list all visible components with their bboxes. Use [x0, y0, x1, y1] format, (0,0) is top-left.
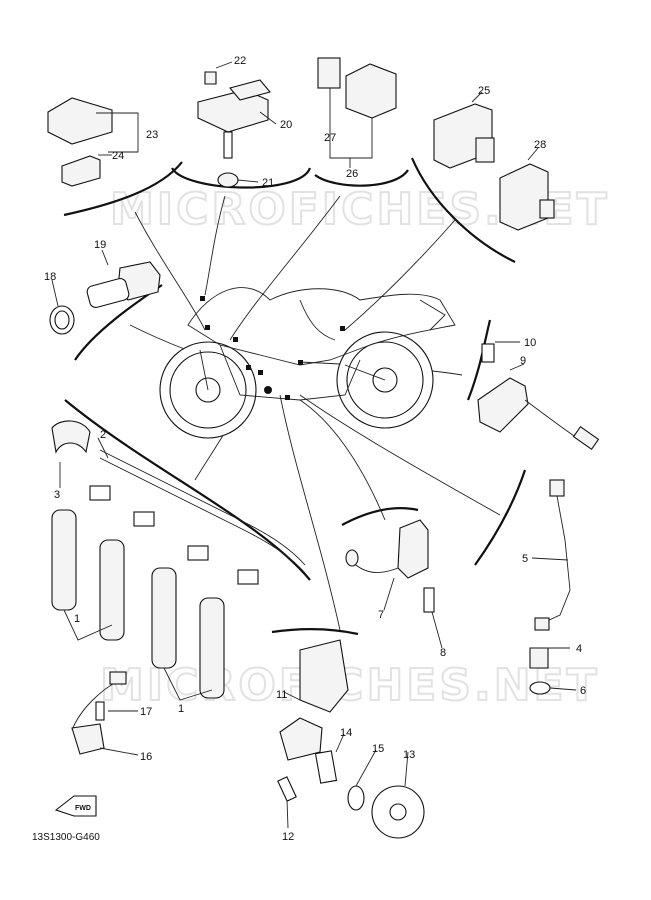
- callout-24: 24: [112, 150, 124, 162]
- part-7-position-sensor[interactable]: [345, 519, 435, 613]
- part-28-flasher[interactable]: [499, 163, 555, 231]
- callout-9: 9: [520, 355, 526, 367]
- callout-15: 15: [372, 743, 384, 755]
- part-19-speed-sensor[interactable]: [49, 261, 161, 335]
- callout-6: 6: [580, 685, 586, 697]
- callout-1a: 1: [74, 613, 80, 625]
- callout-26: 26: [346, 168, 358, 180]
- callout-25: 25: [478, 85, 490, 97]
- part-2-wire-harness[interactable]: [51, 420, 306, 585]
- callout-19: 19: [94, 239, 106, 251]
- callout-7: 7: [378, 609, 384, 621]
- callout-23: 23: [146, 129, 158, 141]
- callout-18: 18: [44, 271, 56, 283]
- callout-4: 4: [576, 643, 582, 655]
- callout-12: 12: [282, 831, 294, 843]
- callout-22: 22: [234, 55, 246, 67]
- callout-21: 21: [262, 177, 274, 189]
- callout-14: 14: [340, 727, 352, 739]
- part-20-pressure-sensor[interactable]: [197, 71, 271, 188]
- part-16-gear-sensor[interactable]: [71, 671, 127, 755]
- svg-text:FWD: FWD: [75, 805, 91, 812]
- callout-2: 2: [100, 429, 106, 441]
- callout-1b: 1: [178, 703, 184, 715]
- part-9-crank-sensor[interactable]: [477, 343, 600, 450]
- callout-17: 17: [140, 706, 152, 718]
- part-1-ignition-coils[interactable]: [51, 509, 225, 699]
- part-5-lead-wire[interactable]: [529, 479, 571, 695]
- callout-10: 10: [524, 337, 536, 349]
- callout-28: 28: [534, 139, 546, 151]
- diagram-code: 13S1300-G460: [32, 832, 100, 843]
- callout-27: 27: [324, 132, 336, 144]
- part-11-pickup-coil[interactable]: [277, 639, 425, 839]
- callout-13: 13: [403, 749, 415, 761]
- motorcycle-silhouette: [159, 287, 456, 439]
- callout-16: 16: [140, 751, 152, 763]
- callout-leaders: [51, 61, 577, 829]
- callout-5: 5: [522, 553, 528, 565]
- callout-11: 11: [276, 689, 287, 701]
- fwd-arrow-icon: FWD: [54, 795, 97, 817]
- part-23-relay[interactable]: [47, 97, 113, 187]
- callout-20: 20: [280, 119, 292, 131]
- callout-8: 8: [440, 647, 446, 659]
- callout-labels: 22 20 21 23 24 27 26 25 28 19 18 10 9 2 …: [44, 55, 586, 843]
- part-25-control-unit[interactable]: [433, 103, 495, 169]
- callout-3: 3: [54, 489, 60, 501]
- watermark-bottom: MICROFICHES.NET: [100, 660, 600, 711]
- part-26-relay[interactable]: [317, 57, 397, 119]
